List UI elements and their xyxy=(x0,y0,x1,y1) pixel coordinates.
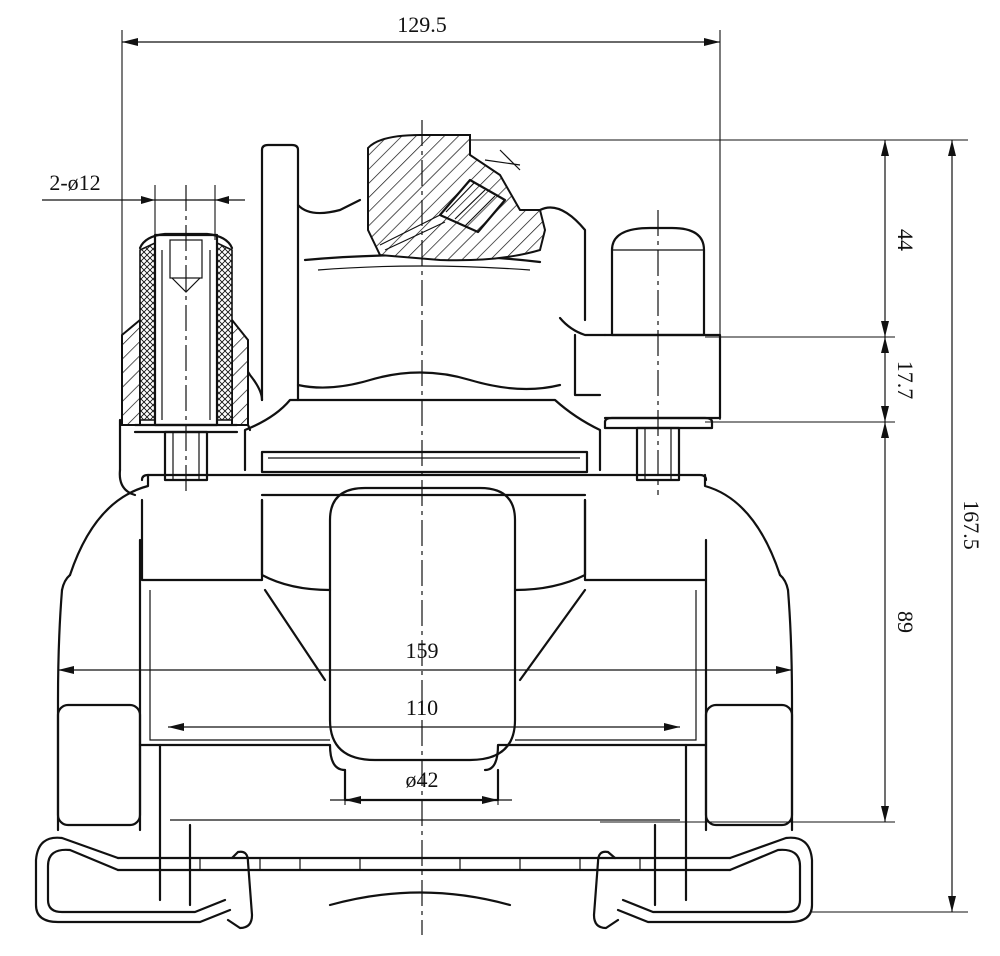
dim-height-mid: 17.7 xyxy=(893,361,918,400)
anti-rattle-spring xyxy=(34,836,814,930)
dim-piston-diameter: ø42 xyxy=(406,767,439,792)
dim-height-lower: 89 xyxy=(893,611,918,633)
caliper-body xyxy=(56,143,794,907)
dim-overall-width: 129.5 xyxy=(397,12,447,37)
bleed-screw-section xyxy=(367,134,547,262)
dimension-lines xyxy=(42,30,968,913)
right-guide-pin xyxy=(603,226,722,482)
dim-width-outer: 159 xyxy=(406,638,439,663)
dimension-labels: 129.5 2-ø12 44 17.7 89 167.5 159 110 ø42 xyxy=(49,12,984,792)
dim-pin-holes: 2-ø12 xyxy=(49,170,100,195)
center-lines xyxy=(185,120,659,935)
dim-height-top: 44 xyxy=(893,229,918,251)
dim-height-total: 167.5 xyxy=(959,500,984,550)
dim-width-inner: 110 xyxy=(406,695,438,720)
left-guide-pin-section xyxy=(121,232,249,482)
